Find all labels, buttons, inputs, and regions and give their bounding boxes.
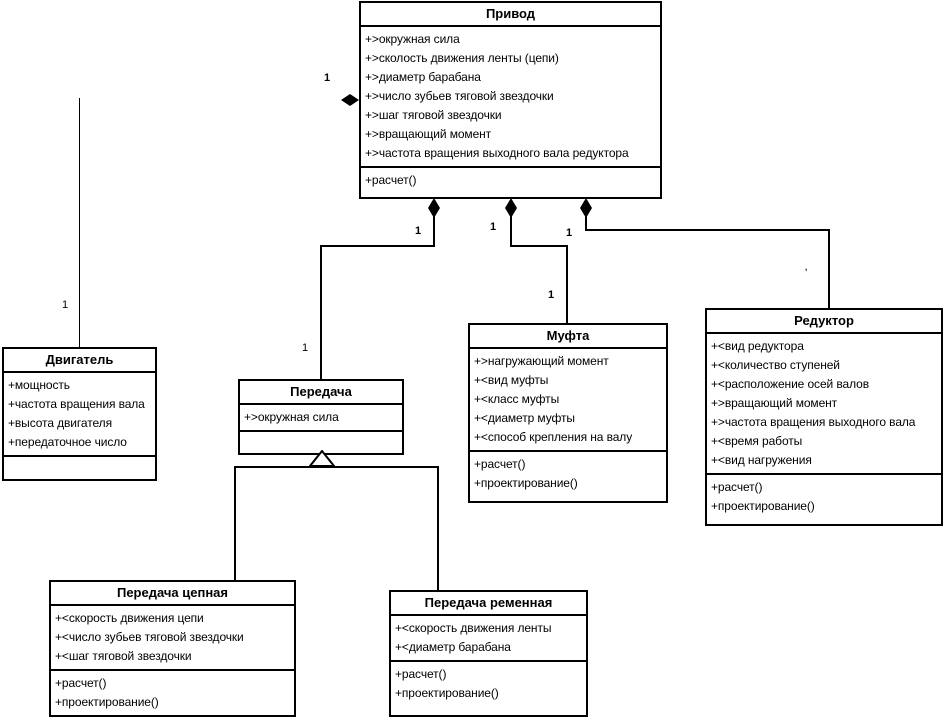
- attributes-compartment-peredacha: +>окружная сила: [240, 405, 402, 432]
- class-box-reduktor[interactable]: Редуктор +<вид редуктора +<количество ст…: [705, 308, 943, 526]
- class-box-privod[interactable]: Привод +>окружная сила +>сколость движен…: [359, 1, 662, 199]
- attribute-row: +<количество ступеней: [711, 358, 840, 372]
- attribute-row: +<время работы: [711, 434, 803, 448]
- class-box-peredacha[interactable]: Передача +>окружная сила: [238, 379, 404, 455]
- attribute-row: +мощность: [8, 378, 70, 392]
- operation-row: +проектирование(): [711, 499, 815, 513]
- attribute-row: +<шаг тяговой звездочки: [55, 649, 192, 663]
- attribute-row: +частота вращения вала: [8, 397, 145, 411]
- attributes-compartment-peredacha-remennaya: +<скорость движения ленты +<диаметр бара…: [391, 616, 586, 662]
- attributes-compartment-reduktor: +<вид редуктора +<количество ступеней +<…: [707, 334, 941, 475]
- attribute-row: +>вращающий момент: [365, 127, 492, 141]
- composition-diamond-mufta-icon: [505, 198, 517, 218]
- multiplicity-privod-mufta-privod-end: 1: [490, 221, 497, 233]
- class-box-peredacha-cepnaya[interactable]: Передача цепная +<скорость движения цепи…: [49, 580, 296, 717]
- operation-row: +расчет(): [365, 173, 417, 187]
- composition-diamond-peredacha-icon: [428, 198, 440, 218]
- connector-privod-reduktor-seg2: [585, 229, 830, 231]
- attribute-row: +<класс муфты: [474, 392, 560, 406]
- operation-row: +расчет(): [474, 457, 526, 471]
- class-name-privod: Привод: [361, 3, 660, 27]
- composition-diamond-dvigatel-icon: [341, 94, 359, 106]
- multiplicity-privod-mufta-mufta-end: 1: [548, 289, 555, 301]
- operation-row: +расчет(): [55, 676, 107, 690]
- attribute-row: +>сколость движения ленты (цепи): [365, 51, 559, 65]
- connector-generalization-bar: [234, 466, 439, 468]
- attributes-compartment-peredacha-cepnaya: +<скорость движения цепи +<число зубьев …: [51, 606, 294, 671]
- attributes-compartment-privod: +>окружная сила +>сколость движения лент…: [361, 27, 660, 168]
- class-box-mufta[interactable]: Муфта +>нагружающий момент +<вид муфты +…: [468, 323, 668, 503]
- class-name-dvigatel: Двигатель: [4, 349, 155, 373]
- connector-privod-dvigatel: [79, 98, 80, 348]
- connector-privod-reduktor-seg3: [828, 229, 830, 309]
- attribute-row: +<вид нагружения: [711, 453, 812, 467]
- attribute-row: +>число зубьев тяговой звездочки: [365, 89, 554, 103]
- attribute-row: +<скорость движения цепи: [55, 611, 204, 625]
- attribute-row: +>нагружающий момент: [474, 354, 609, 368]
- multiplicity-privod-reduktor-privod-end: 1: [566, 227, 573, 239]
- class-box-peredacha-remennaya[interactable]: Передача ременная +<скорость движения ле…: [389, 590, 588, 717]
- attribute-row: +>диаметр барабана: [365, 70, 481, 84]
- attribute-row: +высота двигателя: [8, 416, 112, 430]
- connector-generalization-to-remennaya: [437, 466, 439, 591]
- operation-row: +расчет(): [711, 480, 763, 494]
- connector-privod-mufta-seg1: [510, 208, 512, 247]
- multiplicity-privod-dvigatel-dvigatel-end: 1: [62, 299, 69, 311]
- composition-diamond-reduktor-icon: [580, 198, 592, 218]
- connector-privod-peredacha-seg2: [320, 245, 435, 247]
- multiplicity-privod-peredacha-peredacha-end: 1: [302, 342, 309, 354]
- class-name-peredacha-remennaya: Передача ременная: [391, 592, 586, 616]
- multiplicity-privod-reduktor-reduktor-end: ,: [805, 263, 808, 272]
- class-name-peredacha-cepnaya: Передача цепная: [51, 582, 294, 606]
- attributes-compartment-mufta: +>нагружающий момент +<вид муфты +<класс…: [470, 349, 666, 452]
- operations-compartment-peredacha-cepnaya: +расчет() +проектирование(): [51, 671, 294, 715]
- attribute-row: +<вид редуктора: [711, 339, 804, 353]
- connector-privod-mufta-seg2: [510, 245, 568, 247]
- operations-compartment-reduktor: +расчет() +проектирование(): [707, 475, 941, 519]
- operations-compartment-peredacha-remennaya: +расчет() +проектирование(): [391, 662, 586, 706]
- attribute-row: +>частота вращения выходного вала: [711, 415, 916, 429]
- multiplicity-privod-dvigatel-privod-end: 1: [324, 72, 331, 84]
- generalization-triangle-icon: [309, 450, 335, 468]
- operation-row: +проектирование(): [474, 476, 578, 490]
- attribute-row: +<способ крепления на валу: [474, 430, 633, 444]
- attribute-row: +передаточное число: [8, 435, 127, 449]
- attribute-row: +<диаметр барабана: [395, 640, 511, 654]
- attribute-row: +<число зубьев тяговой звездочки: [55, 630, 244, 644]
- class-name-mufta: Муфта: [470, 325, 666, 349]
- attribute-row: +>вращающий момент: [711, 396, 838, 410]
- attribute-row: +>окружная сила: [244, 410, 339, 424]
- operations-compartment-dvigatel: [4, 457, 155, 479]
- attributes-compartment-dvigatel: +мощность +частота вращения вала +высота…: [4, 373, 155, 457]
- connector-generalization-to-cepnaya: [234, 466, 236, 581]
- attribute-row: +>шаг тяговой звездочки: [365, 108, 502, 122]
- attribute-row: +<расположение осей валов: [711, 377, 869, 391]
- multiplicity-privod-peredacha-privod-end: 1: [415, 225, 422, 237]
- attribute-row: +>частота вращения выходного вала редукт…: [365, 146, 629, 160]
- class-name-reduktor: Редуктор: [707, 310, 941, 334]
- class-name-peredacha: Передача: [240, 381, 402, 405]
- operation-row: +расчет(): [395, 667, 447, 681]
- attribute-row: +<скорость движения ленты: [395, 621, 552, 635]
- operations-compartment-privod: +расчет(): [361, 168, 660, 193]
- connector-privod-reduktor-seg1: [585, 208, 587, 231]
- attribute-row: +<диаметр муфты: [474, 411, 575, 425]
- connector-privod-peredacha-seg3: [320, 245, 322, 380]
- attribute-row: +<вид муфты: [474, 373, 549, 387]
- attribute-row: +>окружная сила: [365, 32, 460, 46]
- operation-row: +проектирование(): [395, 686, 499, 700]
- class-box-dvigatel[interactable]: Двигатель +мощность +частота вращения ва…: [2, 347, 157, 481]
- connector-privod-peredacha-seg1: [433, 208, 435, 247]
- connector-privod-mufta-seg3: [566, 245, 568, 324]
- operation-row: +проектирование(): [55, 695, 159, 709]
- operations-compartment-mufta: +расчет() +проектирование(): [470, 452, 666, 496]
